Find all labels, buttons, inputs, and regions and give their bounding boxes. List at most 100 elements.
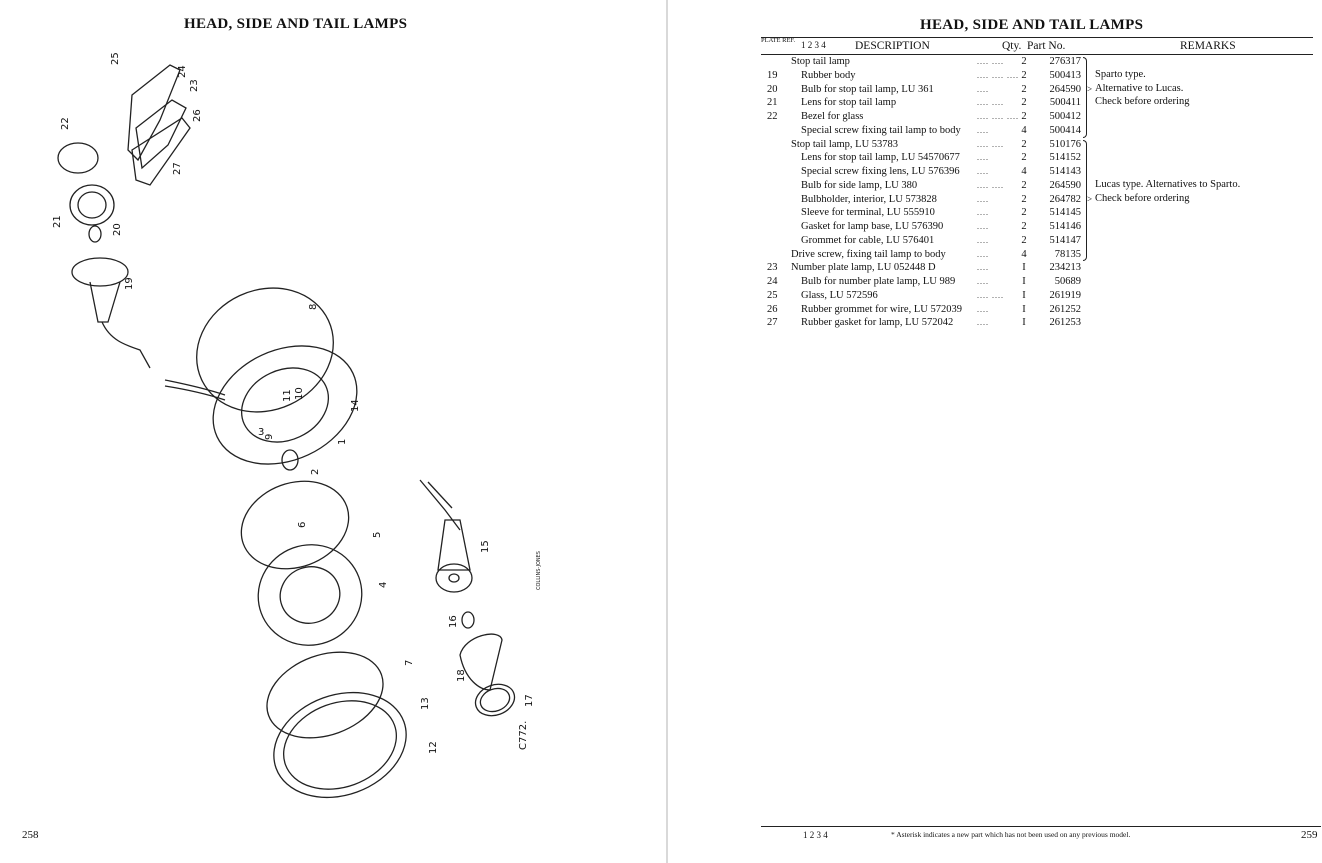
brace-point: > [1087,193,1093,204]
row-part-number: 514145 [1049,207,1082,219]
callout-15: 15 [480,540,491,553]
table-row: Special screw fixing lens, LU 576396....… [761,165,1313,179]
callout-26: 26 [192,109,203,122]
row-plate-ref: 24 [767,276,778,287]
row-description: Stop tail lamp, LU 53783 [791,138,899,150]
row-quantity: 4 [1021,124,1027,136]
row-quantity: I [1022,276,1026,287]
row-leader-dots: .... .... [977,290,1004,300]
row-part-number: 50689 [1054,276,1081,287]
callout-6: 6 [297,522,308,528]
row-description: Bulb for stop tail lamp, LU 361 [801,83,934,95]
row-part-number: 264590 [1049,83,1082,95]
side-lamp-base [435,563,473,593]
row-part-number: 514152 [1049,152,1082,164]
row-leader-dots: .... [977,304,989,314]
row-quantity: 2 [1021,234,1027,246]
reflector-4 [257,544,363,646]
row-part-number: 264590 [1049,179,1082,191]
row-leader-dots: .... [977,263,989,273]
lamp-assembly-illustration: 25 24 23 26 27 22 21 20 19 8 11 10 14 3 … [52,52,542,799]
row-description: Lens for stop tail lamp, LU 54570677 [801,152,960,164]
row-part-number: 500412 [1049,111,1082,122]
row-quantity: 2 [1021,138,1027,150]
row-plate-ref: 19 [767,69,778,81]
table-row: Drive screw, fixing tail lamp to body...… [761,248,1313,262]
header-qty: Qty. [1002,40,1022,52]
row-quantity: 2 [1021,97,1027,109]
row-part-number: 514143 [1049,166,1082,177]
number-plate-lamp-body [127,64,181,162]
row-part-number: 276317 [1049,56,1082,67]
row-part-number: 500411 [1049,97,1081,109]
row-description: Bulb for number plate lamp, LU 989 [801,276,956,287]
row-quantity: 4 [1021,166,1027,177]
callout-3: 3 [258,427,264,438]
inner-ring-5 [240,480,350,570]
row-leader-dots: .... .... .... [977,112,1019,121]
header-plate-ref: PLATE REF. [761,37,796,44]
row-part-number: 261919 [1049,289,1082,301]
remark-check: Check before ordering [1095,96,1190,108]
row-leader-dots: .... .... [977,180,1004,190]
row-description: Lens for stop tail lamp [801,97,897,109]
callout-10: 10 [294,387,305,400]
footer-asterisk-note: * Asterisk indicates a new part which ha… [891,830,1131,839]
row-leader-dots: .... .... .... [977,70,1019,80]
row-part-number: 500413 [1049,69,1082,81]
row-description: Gasket for lamp base, LU 576390 [801,221,944,232]
number-plate-lamp-glass [135,99,187,170]
right-page: HEAD, SIDE AND TAIL LAMPS PLATE REF. 1 2… [668,0,1322,863]
page-number: 258 [22,829,39,841]
page-title: HEAD, SIDE AND TAIL LAMPS [920,17,1144,33]
row-description: Rubber grommet for wire, LU 572039 [801,303,962,315]
callout-20: 20 [112,223,123,236]
remark-alternative: Alternative to Lucas. [1095,82,1184,94]
row-leader-dots: .... [977,235,989,245]
row-quantity: 4 [1021,248,1027,260]
row-quantity: 2 [1021,193,1027,205]
side-lamp-wires [419,479,461,531]
row-quantity: 2 [1021,83,1027,95]
row-leader-dots: .... .... [977,98,1004,108]
row-quantity: 2 [1021,111,1027,122]
side-lamp-body [437,519,471,571]
row-leader-dots: .... [977,318,989,328]
row-leader-dots: .... [977,194,989,204]
page-footer: 1 2 3 4 * Asterisk indicates a new part … [761,826,1321,841]
row-quantity: 2 [1021,179,1027,191]
row-part-number: 514146 [1049,221,1082,232]
tail-bezel [57,142,99,174]
row-leader-dots: .... .... [977,139,1004,149]
row-leader-dots: .... [977,222,989,231]
row-description: Special screw fixing tail lamp to body [801,124,961,136]
headlamp-rim-8 [196,287,334,413]
footer-model-columns: 1 2 3 4 [803,830,828,840]
callout-25: 25 [110,52,121,65]
exploded-lamp-drawing: 25 24 23 26 27 22 21 20 19 8 11 10 14 3 … [40,50,620,810]
header-part-no: Part No. [1027,40,1066,52]
callout-8: 8 [308,304,319,310]
tail-lens [69,184,115,226]
row-part-number: 264782 [1049,193,1082,205]
callout-12: 12 [428,741,439,754]
row-quantity: I [1022,289,1026,301]
remark-lucas-type: Lucas type. Alternatives to Sparto. [1095,178,1241,190]
row-quantity: 2 [1021,69,1027,81]
table-header: PLATE REF. 1 2 3 4 DESCRIPTION Qty. Part… [761,37,1313,55]
row-description: Bezel for glass [801,111,864,122]
callout-2: 2 [310,469,321,475]
row-leader-dots: .... .... [977,57,1004,66]
page-number: 259 [1301,829,1318,841]
row-description: Sleeve for terminal, LU 555910 [801,207,935,219]
left-page: HEAD, SIDE AND TAIL LAMPS [22,16,620,841]
row-leader-dots: .... [977,249,989,259]
headlamp-shell [212,345,358,465]
row-part-number: 261253 [1049,317,1082,329]
